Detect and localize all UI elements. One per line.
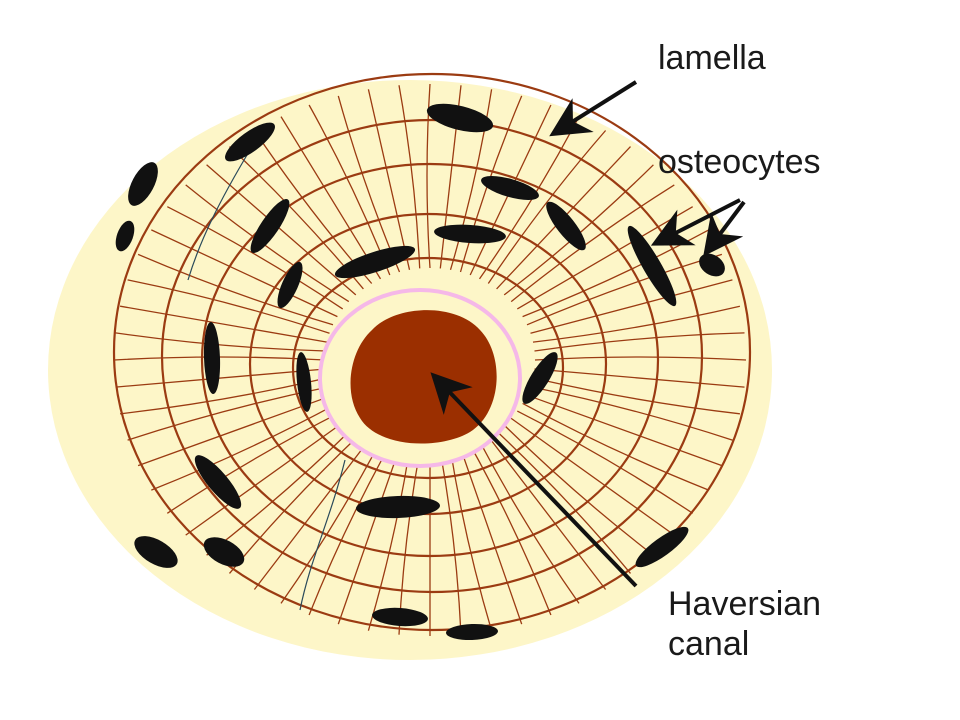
canaliculus bbox=[522, 402, 709, 491]
canaliculus bbox=[115, 332, 326, 352]
osteocyte bbox=[334, 245, 416, 279]
canaliculus bbox=[534, 356, 747, 361]
osteocytes-label: osteocytes bbox=[658, 143, 821, 181]
lamella-ring-1 bbox=[112, 72, 752, 632]
osteocytes bbox=[115, 103, 725, 641]
lamellae bbox=[112, 72, 752, 632]
osteocyte bbox=[446, 623, 498, 641]
osteocyte bbox=[546, 201, 586, 251]
canaliculus bbox=[426, 83, 431, 269]
osteocyte bbox=[250, 198, 290, 254]
fine-fiber bbox=[299, 459, 346, 611]
canaliculus bbox=[517, 410, 694, 514]
osteocyte bbox=[277, 261, 303, 309]
haversian-canal bbox=[350, 310, 497, 444]
canaliculus bbox=[449, 450, 493, 631]
osteocyte bbox=[194, 455, 242, 509]
osteocyte-arrow-2 bbox=[703, 200, 746, 257]
osteocyte bbox=[356, 495, 440, 519]
lamella-ring-2 bbox=[160, 118, 704, 594]
canaliculus bbox=[280, 440, 382, 604]
canaliculus bbox=[496, 430, 631, 574]
canaliculus bbox=[367, 450, 411, 631]
osteocyte bbox=[434, 224, 506, 244]
canaliculus bbox=[487, 130, 607, 284]
canaliculus bbox=[510, 184, 675, 303]
canaliculus bbox=[526, 394, 723, 467]
canaliculus bbox=[503, 424, 654, 556]
canaliculus bbox=[534, 368, 745, 388]
osteocyte bbox=[134, 536, 178, 568]
osteocyte bbox=[203, 537, 245, 567]
haversian-canal-label: Haversian canal bbox=[668, 584, 821, 664]
canaliculus bbox=[127, 279, 330, 334]
haversian-label-line-2: canal bbox=[668, 625, 750, 663]
canaliculus bbox=[510, 417, 675, 536]
canaliculus bbox=[478, 440, 580, 604]
canaliculus bbox=[185, 417, 350, 536]
osteocyte bbox=[522, 352, 558, 404]
canaliculus bbox=[398, 85, 421, 269]
lamella-label: lamella bbox=[658, 39, 766, 77]
canaliculus bbox=[206, 164, 357, 296]
osteocyte bbox=[699, 253, 725, 277]
osteocyte bbox=[372, 607, 428, 627]
canaliculus bbox=[459, 447, 523, 625]
canaliculus bbox=[469, 444, 552, 616]
osteocyte bbox=[115, 220, 135, 252]
osteocyte bbox=[627, 225, 677, 307]
canaliculus bbox=[530, 279, 733, 334]
lamella-ring-3 bbox=[200, 162, 660, 558]
lamella-arrow bbox=[549, 80, 638, 137]
canaliculus bbox=[532, 377, 740, 415]
haversian-label-line-1: Haversian bbox=[668, 585, 822, 623]
canaliculus bbox=[449, 89, 493, 270]
canaliculus bbox=[487, 436, 607, 590]
canaliculus bbox=[503, 164, 654, 296]
canaliculus bbox=[167, 206, 344, 310]
fine-fiber bbox=[187, 149, 251, 281]
osteocyte bbox=[426, 103, 494, 133]
canaliculus bbox=[151, 229, 338, 318]
canaliculus bbox=[253, 436, 373, 590]
canaliculus bbox=[337, 447, 401, 625]
osteocyte bbox=[635, 526, 689, 568]
osteocyte bbox=[203, 322, 221, 394]
osteocyte bbox=[296, 352, 312, 412]
pointer-arrows bbox=[430, 80, 746, 588]
canaliculus bbox=[151, 402, 338, 491]
osteocyte bbox=[128, 162, 158, 206]
canaliculus bbox=[439, 451, 462, 635]
osteocyte-arrow-1 bbox=[650, 198, 741, 246]
canaliculus bbox=[308, 444, 391, 616]
lamella-ring-5 bbox=[291, 256, 565, 480]
haversian-canal-arrow bbox=[430, 372, 638, 588]
canaliculus bbox=[119, 305, 328, 343]
canaliculus bbox=[229, 430, 364, 574]
osteocyte bbox=[225, 122, 275, 162]
canaliculus bbox=[166, 410, 343, 514]
lamella-ring-4 bbox=[248, 212, 608, 516]
osteocyte bbox=[481, 176, 539, 200]
canaliculus bbox=[526, 253, 723, 326]
canaliculus bbox=[530, 386, 733, 441]
